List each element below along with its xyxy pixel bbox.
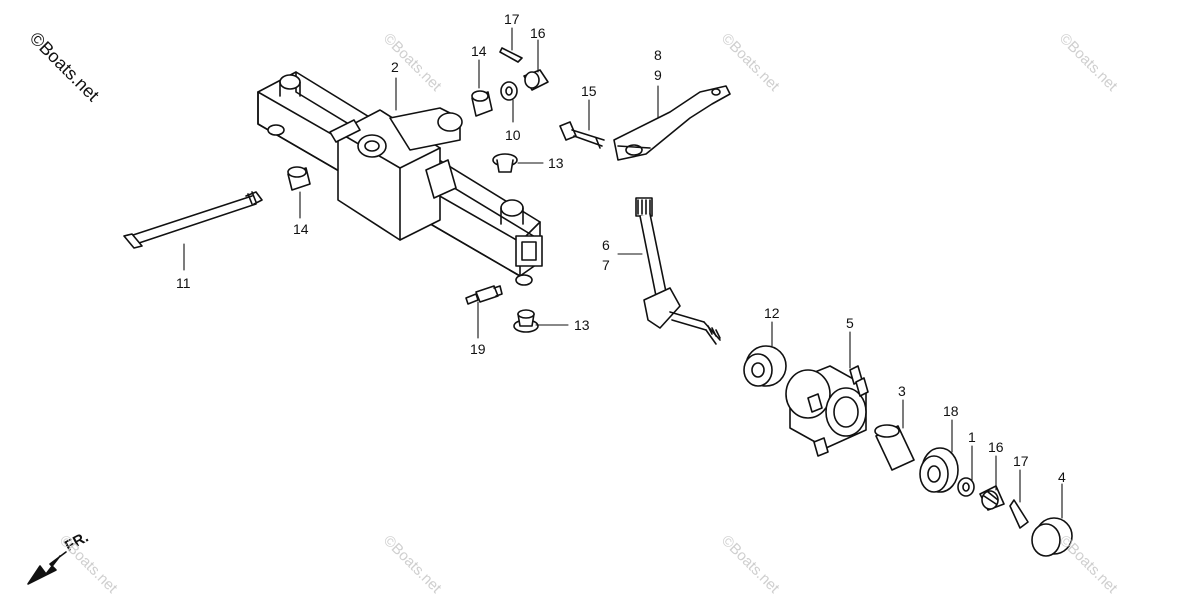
bearing-18 [919, 447, 959, 493]
callout-17-top: 17 [504, 11, 520, 27]
callout-3: 3 [898, 383, 906, 399]
castle-nut-top [523, 69, 549, 91]
flanged-bushing-bottom [513, 309, 539, 333]
callout-18: 18 [943, 403, 959, 419]
bolt-15 [559, 121, 605, 149]
castle-nut-right [979, 485, 1005, 511]
callout-10: 10 [505, 127, 521, 143]
callout-5: 5 [846, 315, 854, 331]
flanged-bushing-top [492, 153, 518, 173]
callout-4: 4 [1058, 469, 1066, 485]
bushing-14-top [471, 90, 493, 117]
callout-13-bottom: 13 [574, 317, 590, 333]
callout-19: 19 [470, 341, 486, 357]
wheel-hub [785, 365, 869, 457]
washer-1 [957, 477, 975, 497]
front-arrow-icon [27, 551, 67, 585]
callout-13-top: 13 [548, 155, 564, 171]
grease-fitting [465, 285, 503, 305]
callout-9: 9 [654, 67, 662, 83]
axle-beam [257, 71, 543, 286]
bushing-14-left [287, 166, 311, 191]
callout-8: 8 [654, 47, 662, 63]
bearing-12 [743, 345, 787, 387]
steering-arm [613, 85, 731, 161]
spacer-3 [874, 424, 915, 471]
cotter-pin-top [499, 47, 523, 63]
cotter-pin-right [1009, 499, 1029, 529]
callout-6: 6 [602, 237, 610, 253]
callout-7: 7 [602, 257, 610, 273]
dust-cap [1031, 517, 1073, 557]
pivot-bolt [123, 191, 263, 249]
callout-12: 12 [764, 305, 780, 321]
callout-2: 2 [391, 59, 399, 75]
spindle [635, 197, 721, 345]
callout-16-top: 16 [530, 25, 546, 41]
callout-11: 11 [176, 275, 191, 291]
callout-15: 15 [581, 83, 597, 99]
callout-16-right: 16 [988, 439, 1004, 455]
callout-14-top: 14 [471, 43, 487, 59]
callout-17-right: 17 [1013, 453, 1029, 469]
leader-lines [183, 27, 1063, 519]
washer-10 [500, 81, 518, 101]
callout-1: 1 [968, 429, 976, 445]
callout-14-left: 14 [293, 221, 309, 237]
